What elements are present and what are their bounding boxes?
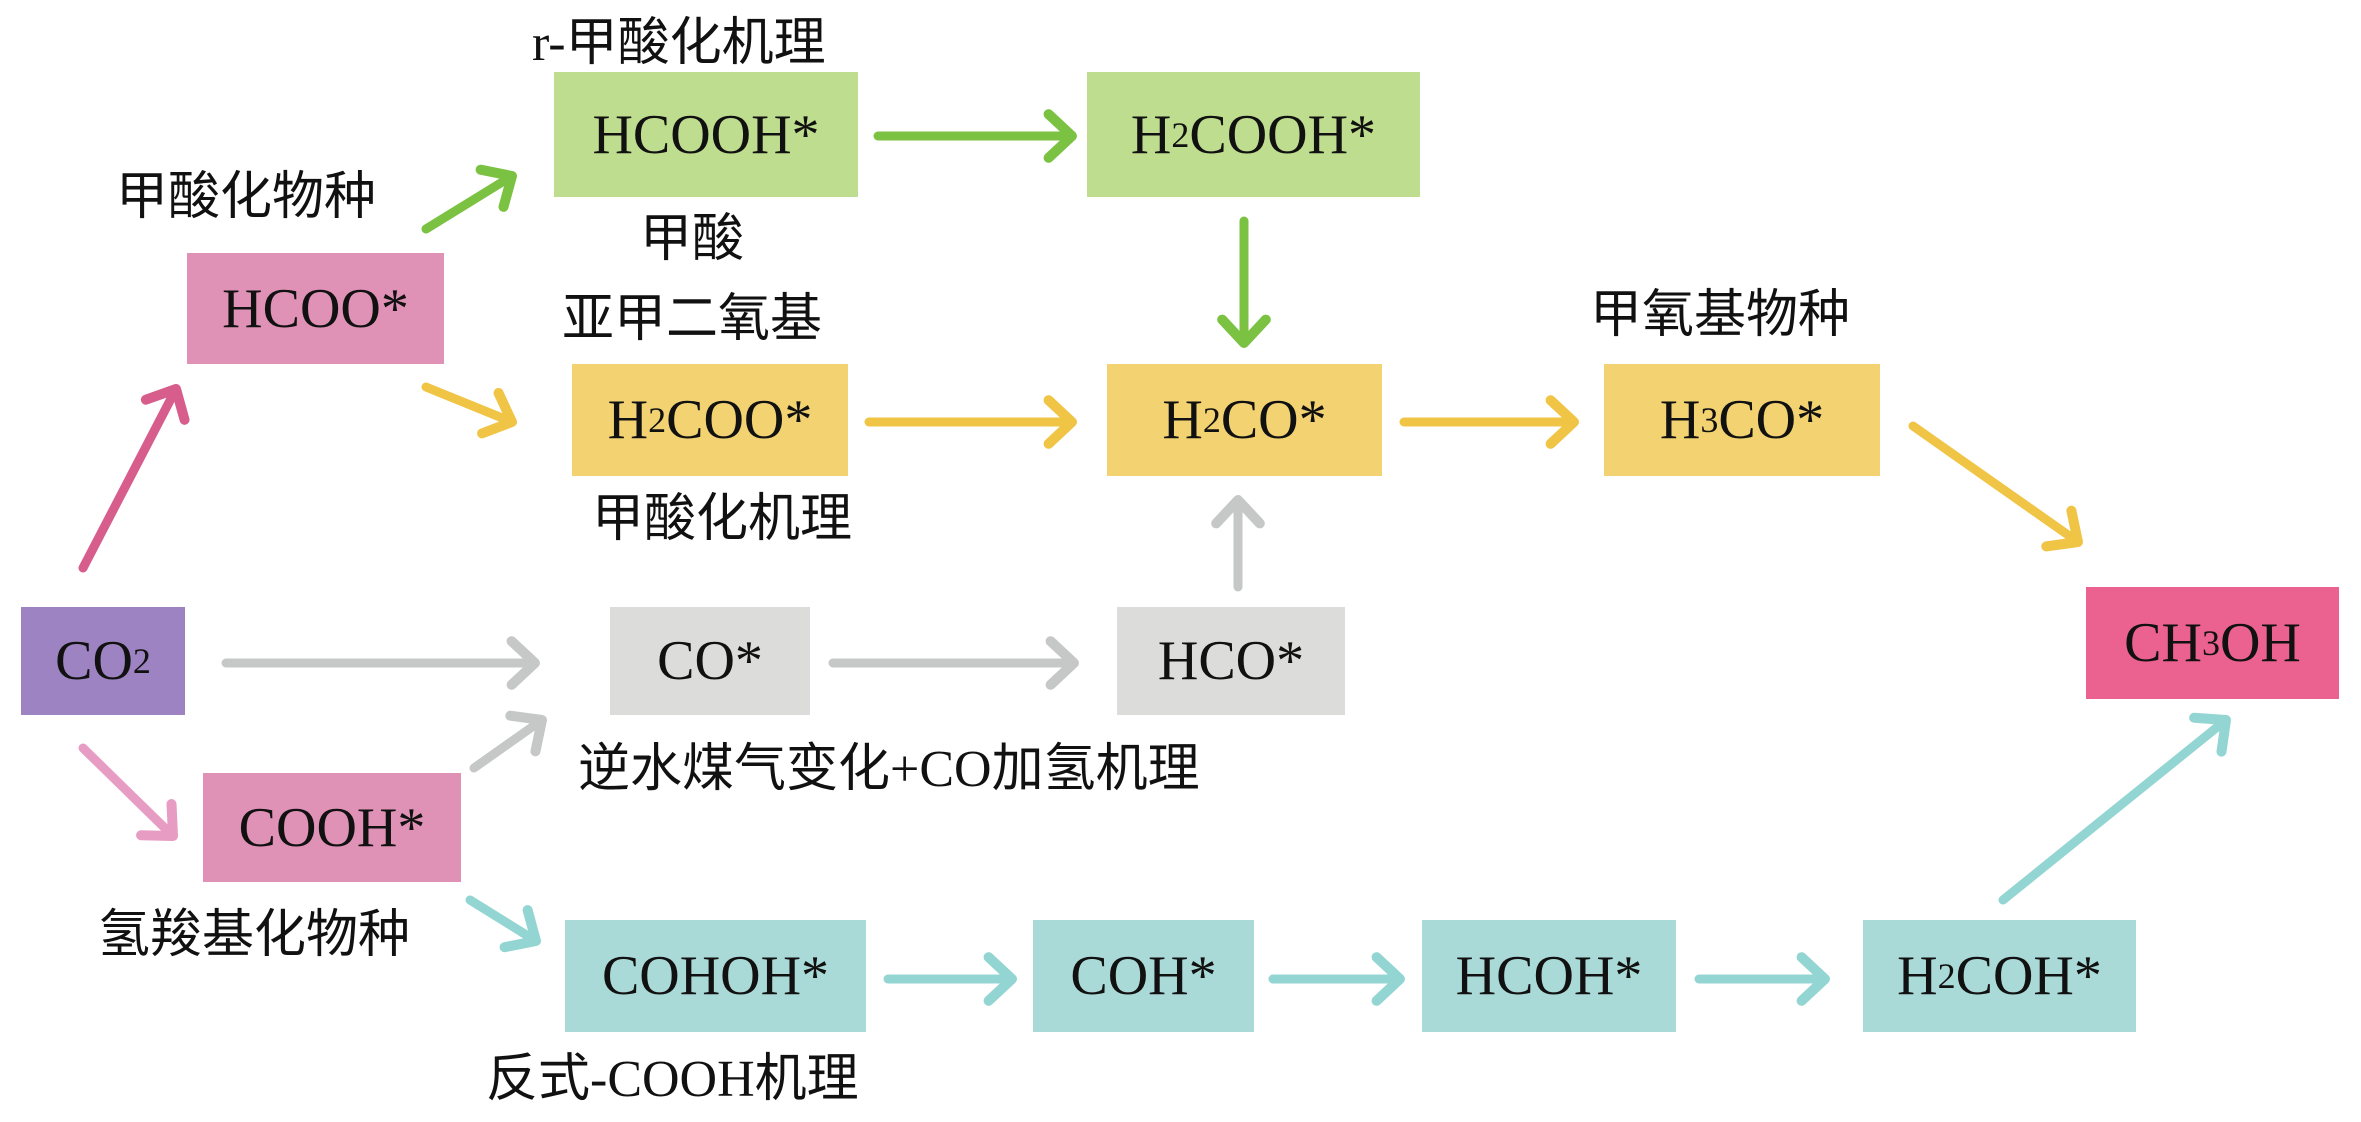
arrowhead (140, 384, 190, 425)
label-r-formate-mechanism: r-甲酸化机理 (532, 15, 826, 72)
box-hcoo: HCOO* (187, 253, 444, 364)
arrowhead (136, 799, 178, 841)
arrow-hco-to-h2co (1211, 495, 1265, 592)
label-formate-mechanism: 甲酸化机理 (592, 491, 853, 548)
arrowhead (1371, 952, 1405, 1006)
box-hcooh: HCOOH* (554, 72, 858, 197)
label-methoxy-species: 甲氧基物种 (1590, 287, 1851, 344)
label-methylenedioxy: 亚甲二氧基 (562, 291, 823, 348)
arrowhead (477, 387, 517, 439)
arrow-h2co-to-h3co (1399, 395, 1579, 449)
arrow-h2coh-to-ch3oh (1998, 712, 2231, 905)
label-rwgs-co-hydrogenation: 逆水煤气变化+CO加氢机理 (578, 741, 1200, 798)
arrow-co2-to-co (221, 636, 540, 690)
box-hcoh: HCOH* (1422, 920, 1676, 1032)
box-cohoh: COHOH* (565, 920, 866, 1032)
arrow-hcooh-to-h2cooh (873, 109, 1077, 163)
arrow-coh-to-hcoh (1268, 952, 1405, 1006)
label-carboxyl-species: 氢羧基化物种 (98, 907, 411, 964)
arrow-cooh-to-co (469, 710, 547, 773)
arrow-co-to-hco (828, 636, 1079, 690)
arrowhead (2041, 505, 2083, 552)
arrow-co2-to-hcoo (78, 384, 190, 573)
arrowhead (1045, 636, 1079, 690)
arrowhead (475, 164, 517, 212)
box-coh: COH* (1033, 920, 1254, 1032)
arrow-hcoo-to-h2coo (421, 382, 517, 439)
box-cooh: COOH* (203, 773, 461, 882)
arrow-formate-to-hcooh (421, 164, 517, 234)
label-formate-species: 甲酸化物种 (116, 169, 377, 226)
arrowhead (1211, 495, 1265, 529)
arrowhead (1796, 952, 1830, 1006)
arrow-h2coo-to-h2co (864, 395, 1077, 449)
arrow-hcoh-to-h2coh (1694, 952, 1830, 1006)
arrow-h2cooh-to-h2co (1217, 216, 1271, 348)
arrow-h3co-to-ch3oh (1908, 421, 2083, 552)
arrowhead (1545, 395, 1579, 449)
arrow-cooh-to-cohoh (465, 895, 541, 953)
arrowhead (983, 952, 1017, 1006)
arrowhead (1217, 314, 1271, 348)
label-formic-acid: 甲酸 (640, 211, 745, 268)
arrowhead (499, 905, 541, 953)
label-trans-cooh-mechanism: 反式-COOH机理 (486, 1051, 859, 1108)
arrowhead (2189, 712, 2231, 757)
arrow-cohoh-to-coh (883, 952, 1017, 1006)
arrowhead (505, 710, 547, 757)
arrowhead (506, 636, 540, 690)
arrow-co2-to-cooh (78, 743, 178, 841)
box-co: CO* (610, 607, 810, 715)
arrowhead (1043, 395, 1077, 449)
arrowhead (1043, 109, 1077, 163)
box-hco: HCO* (1117, 607, 1345, 715)
